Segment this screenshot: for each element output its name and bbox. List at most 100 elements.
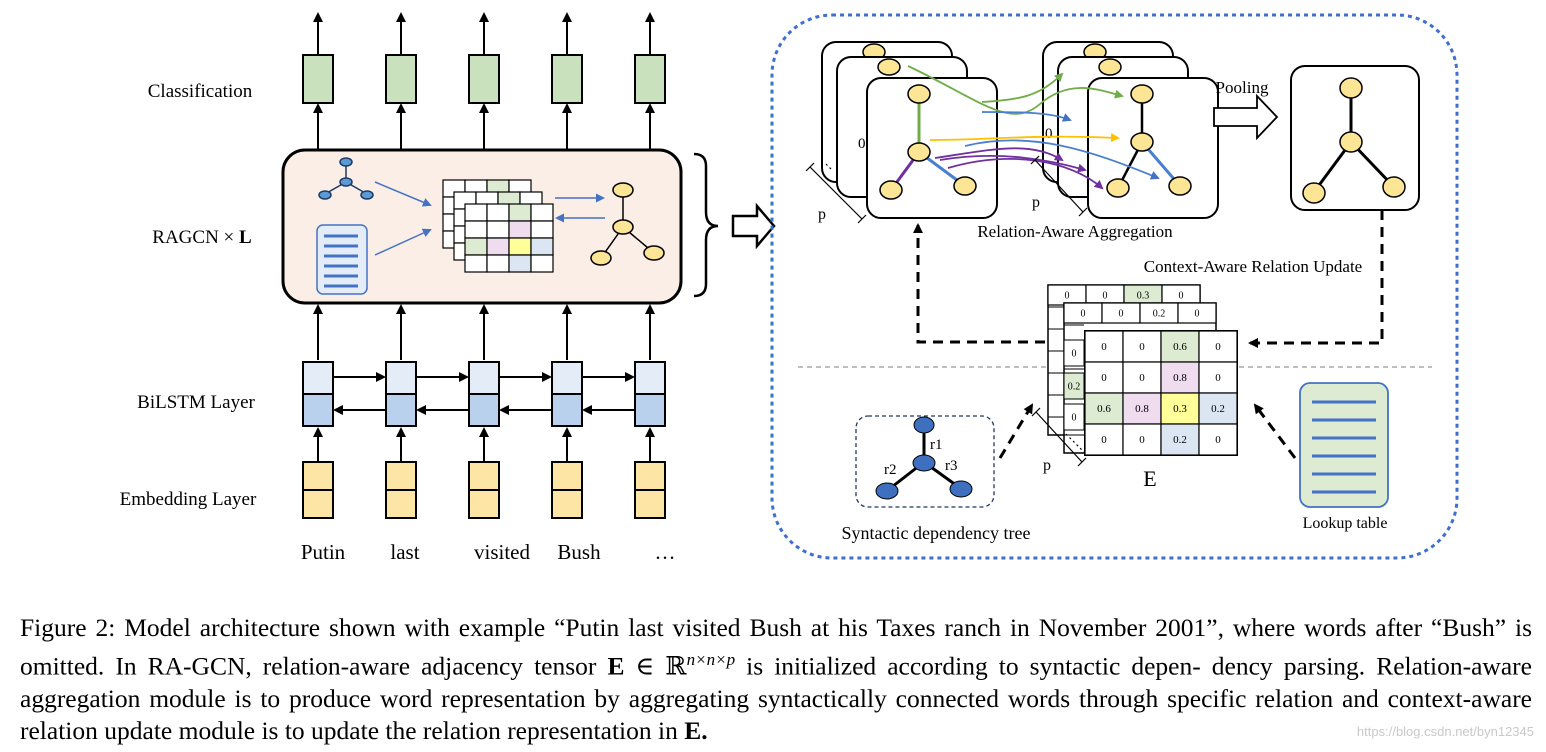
lstm-backward-cell: [468, 393, 500, 427]
tensor-cell-value: 0.3: [1173, 403, 1187, 415]
lstm-backward-cell: [634, 393, 666, 427]
embedding-cell-bottom: [385, 489, 417, 519]
tensor-cell: [1122, 392, 1162, 425]
token-column-4: Bush: [551, 12, 635, 564]
dependency-tree: [875, 416, 973, 500]
lookup-table-icon: [1299, 382, 1389, 508]
token-label: last: [390, 540, 419, 564]
token-column-2: last: [385, 12, 469, 564]
caption-tensor-symbol: E: [607, 651, 625, 681]
tensor-side-fragments: 00.20: [1063, 339, 1085, 431]
caption-line-3: dency parsing. Relation-aware aggregatio…: [20, 651, 1532, 713]
tensor-cell-value: 0: [1072, 412, 1077, 423]
classification-cell: [551, 54, 583, 104]
depth-marker-tensor: [1031, 407, 1087, 467]
token-label: Bush: [557, 540, 601, 564]
embedding-cell-top: [551, 461, 583, 491]
token-column-5: …: [634, 12, 676, 564]
token-label: …: [655, 540, 676, 564]
graph-frame: [1087, 77, 1219, 219]
token-column-3: visited: [468, 12, 552, 564]
tensor-label: E: [1143, 466, 1156, 491]
embedding-cell-bottom: [551, 489, 583, 519]
lstm-forward-cell: [551, 361, 583, 395]
tensor-cell: [1122, 423, 1162, 456]
depth-label-right: p: [1032, 194, 1040, 211]
tensor-cell-value: 0: [1081, 308, 1086, 319]
token-columns: Putin last visited Bush …: [301, 12, 676, 564]
tensor-cell: [1198, 423, 1238, 456]
caption-line-4-end: E.: [684, 715, 708, 745]
graph-node: [879, 180, 903, 200]
tensor-cell-value: 0.2: [1211, 403, 1225, 415]
graph-node: [907, 84, 931, 104]
embedding-cell-bottom: [302, 489, 334, 519]
tensor-cell-value: 0.2: [1068, 381, 1081, 392]
stack-zero-label: 0: [858, 136, 866, 152]
lstm-backward-cell: [302, 393, 334, 427]
tensor-cell: [1160, 392, 1200, 425]
token-label: visited: [474, 540, 530, 564]
graph-node: [1098, 58, 1122, 76]
context-aware-label: Context-Aware Relation Update: [1144, 257, 1362, 276]
dashed-flow-arrows: [913, 210, 1384, 459]
tensor-cell-value: 0.2: [1153, 308, 1166, 319]
embedding-cell-top: [302, 461, 334, 491]
figure-caption: Figure 2: Model architecture shown with …: [20, 612, 1532, 747]
lstm-forward-cell: [385, 361, 417, 395]
tensor-cell-value: 0: [1215, 434, 1221, 446]
tensor-cell: [1084, 361, 1124, 394]
dependency-tree-label: Syntactic dependency tree: [842, 523, 1031, 543]
tensor-cell-value: 0: [1195, 308, 1200, 319]
lstm-backward-cell: [551, 393, 583, 427]
relation-flow: [907, 65, 1124, 115]
classification-cell: [468, 54, 500, 104]
tensor-cell: [1198, 330, 1238, 363]
lookup-table-label: Lookup table: [1303, 515, 1388, 532]
relation-flow: [939, 154, 1087, 173]
tensor-cell-value: 0.8: [1135, 403, 1149, 415]
relation-label-r3: r3: [945, 458, 958, 474]
tensor-cell-value: 0: [1101, 372, 1107, 384]
module-container: [770, 13, 1459, 560]
bilstm-label: BiLSTM Layer: [137, 392, 255, 413]
tensor-cell-value: 0: [1065, 290, 1070, 301]
classification-cell: [302, 54, 334, 104]
graph-node: [1130, 84, 1154, 104]
graph-node: [1106, 178, 1130, 198]
graph-stack-right: [1042, 41, 1219, 219]
mini-graph-icon: [590, 182, 665, 266]
lstm-forward-cell: [302, 361, 334, 395]
embedding-label: Embedding Layer: [120, 489, 257, 510]
pooling-arrow-icon: [1213, 93, 1279, 141]
tensor-cell: [1160, 423, 1200, 456]
token-column-1: Putin: [301, 12, 386, 564]
tensor-cell-value: 0: [1101, 434, 1107, 446]
caption-line-2b: is initialized according to syntactic de…: [735, 651, 1201, 681]
tensor-cell-value: 0: [1139, 341, 1145, 353]
tensor-cell-value: 0: [1179, 290, 1184, 301]
depth-label-tensor: p: [1043, 457, 1051, 474]
embedding-cell-bottom: [468, 489, 500, 519]
tensor-cell-value: 0: [1139, 434, 1145, 446]
depth-marker-right: [1030, 155, 1088, 217]
token-label: Putin: [301, 540, 346, 564]
tensor-cell: [1084, 392, 1124, 425]
model-architecture-diagram: Classification RAGCN × L BiLSTM Layer Em…: [120, 12, 1459, 564]
tensor-cell: [1198, 361, 1238, 394]
depth-label-left: p: [818, 206, 826, 223]
pooled-graph: [1290, 65, 1420, 211]
pooling-label: Pooling: [1216, 78, 1269, 97]
lstm-forward-cell: [634, 361, 666, 395]
graph-node: [1168, 176, 1192, 196]
graph-node: [907, 142, 931, 162]
tensor-cell: [1160, 330, 1200, 363]
tensor-cell-value: 0: [1215, 341, 1221, 353]
graph-node: [953, 176, 977, 196]
relation-flow: [929, 133, 1120, 143]
embedding-cell-top: [634, 461, 666, 491]
relation-flow: [934, 147, 1064, 162]
tensor-cell-value: 0: [1215, 372, 1221, 384]
